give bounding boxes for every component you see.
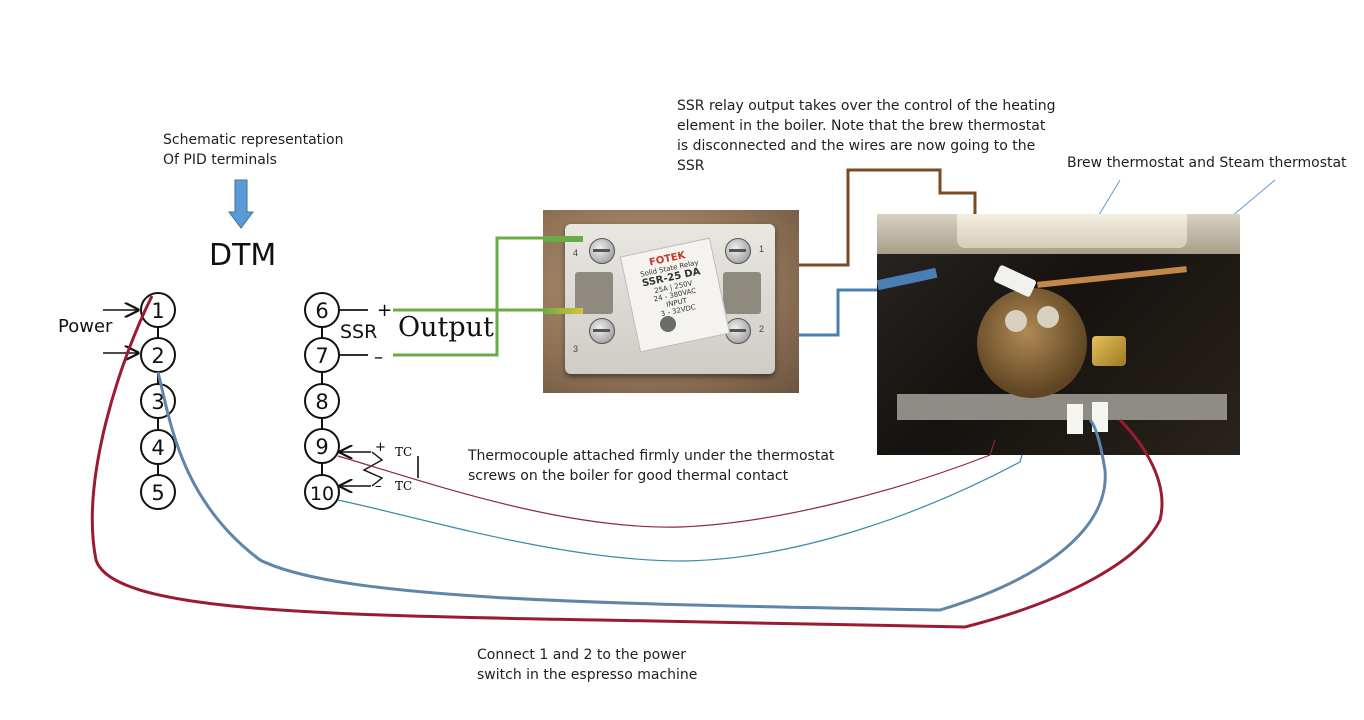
ssr-relay-note-line-4: SSR	[677, 158, 705, 174]
thermocouple-note-line-2: screws on the boiler for good thermal co…	[468, 468, 789, 484]
relay-green-lead-bottom	[543, 308, 583, 314]
right-terminal-strip: 6 7 8 9 10	[304, 292, 340, 510]
power-label: Power	[58, 316, 113, 337]
ssr-relay-note: SSR relay output takes over the control …	[677, 96, 1056, 176]
brew-thermostat-icon	[1005, 310, 1027, 332]
schematic-note-line-1: Schematic representation	[163, 132, 344, 148]
terminal-9-label: 9	[315, 435, 328, 459]
terminal-3-label: 3	[151, 390, 164, 414]
relay-body: FOTEK Solid State Relay SSR-25 DA 25A | …	[565, 224, 775, 374]
ssr-relay-photo: FOTEK Solid State Relay SSR-25 DA 25A | …	[543, 210, 799, 393]
ssr-plus-sign: +	[377, 300, 392, 321]
relay-screw-1	[725, 238, 751, 264]
boiler-blue-lead	[877, 267, 938, 291]
ssr-relay-note-line-3: is disconnected and the wires are now go…	[677, 138, 1036, 154]
thermostats-note: Brew thermostat and Steam thermostat	[1067, 153, 1347, 173]
output-label: Output	[398, 312, 494, 343]
ssr-label: SSR	[340, 321, 378, 343]
relay-pin-1: 1	[759, 244, 765, 254]
relay-screw-4	[589, 238, 615, 264]
ssr-relay-note-line-1: SSR relay output takes over the control …	[677, 98, 1056, 114]
boiler-chassis-rail	[897, 394, 1227, 420]
schematic-note: Schematic representation Of PID terminal…	[163, 130, 344, 170]
terminal-5-label: 5	[151, 481, 164, 505]
ssr-relay-note-line-2: element in the boiler. Note that the bre…	[677, 118, 1046, 134]
down-arrow-icon	[228, 179, 254, 229]
brown-wire	[780, 168, 977, 267]
schematic-note-line-2: Of PID terminals	[163, 152, 277, 168]
terminal-block-a	[1067, 404, 1083, 434]
relay-led-icon	[660, 316, 676, 332]
terminal-6-label: 6	[315, 299, 328, 323]
boiler-reservoir	[957, 214, 1187, 248]
relay-green-lead-top	[543, 236, 583, 242]
thermocouple-note: Thermocouple attached firmly under the t…	[468, 446, 834, 486]
tc-plus-sign: +	[375, 440, 386, 455]
relay-slot-right	[723, 272, 761, 314]
dtm-title: DTM	[209, 238, 277, 273]
ssr-minus-sign: –	[374, 347, 383, 368]
power-switch-note: Connect 1 and 2 to the power switch in t…	[477, 645, 697, 685]
power-switch-note-line-2: switch in the espresso machine	[477, 667, 698, 683]
relay-pin-4: 4	[573, 248, 579, 258]
terminal-10-label: 10	[310, 483, 334, 505]
boiler-copper-pipe	[1037, 266, 1187, 288]
relay-screw-3	[589, 318, 615, 344]
terminal-7-label: 7	[315, 344, 328, 368]
relay-label: FOTEK Solid State Relay SSR-25 DA 25A | …	[619, 237, 731, 353]
relay-pin-3: 3	[573, 344, 579, 354]
terminal-8-label: 8	[315, 390, 328, 414]
steam-thermostat-icon	[1037, 306, 1059, 328]
thermostats-note-line: Brew thermostat and Steam thermostat	[1067, 155, 1347, 171]
terminal-1-label: 1	[151, 299, 164, 323]
terminal-2-label: 2	[151, 344, 164, 368]
tc-top-label: TC	[395, 445, 412, 459]
brass-fitting	[1092, 336, 1126, 366]
terminal-4-label: 4	[151, 436, 164, 460]
tc-bottom-label: TC	[395, 479, 412, 493]
boiler-photo	[877, 214, 1240, 455]
tc-minus-sign: –	[375, 479, 382, 494]
thermocouple-note-line-1: Thermocouple attached firmly under the t…	[468, 448, 835, 464]
relay-pin-2: 2	[759, 324, 765, 334]
terminal-block-b	[1092, 402, 1108, 432]
left-terminal-strip: 1 2 3 4 5	[140, 292, 176, 510]
boiler-body	[977, 288, 1087, 398]
power-switch-note-line-1: Connect 1 and 2 to the power	[477, 647, 687, 663]
